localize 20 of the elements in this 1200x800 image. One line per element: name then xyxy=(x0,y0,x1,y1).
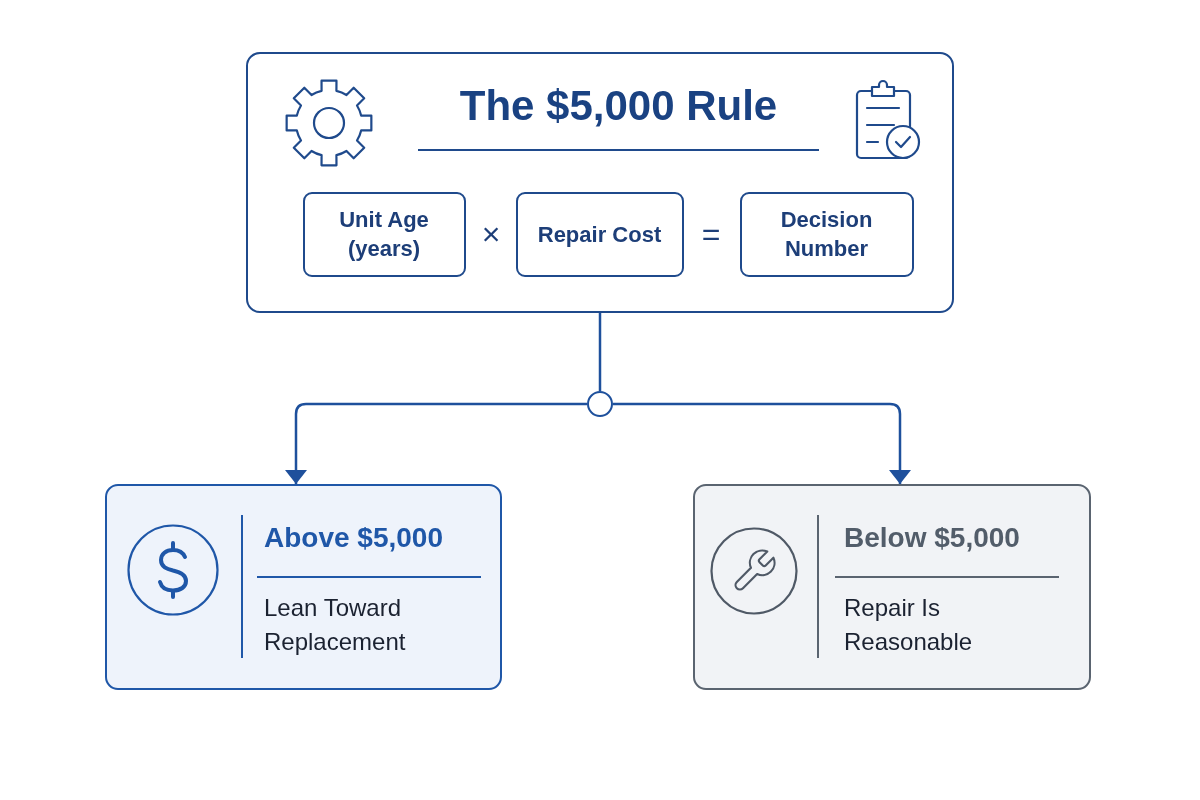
junction-circle xyxy=(587,391,613,417)
outcome-heading: Above $5,000 xyxy=(263,521,444,555)
outcome-text: Repair Is Reasonable xyxy=(843,593,974,657)
formula-panel xyxy=(246,52,954,313)
term-box xyxy=(739,191,914,277)
term-label: Decision Number xyxy=(779,206,874,263)
connector-line xyxy=(598,313,602,391)
arrow-connector xyxy=(613,402,911,484)
panel-title: The $5,000 Rule xyxy=(458,81,779,131)
arrow-connector xyxy=(285,402,587,484)
outcome-heading: Below $5,000 xyxy=(843,521,1021,555)
operator-symbol: × xyxy=(481,217,501,251)
term-label: Repair Cost xyxy=(537,220,662,249)
outcome-text: Lean Toward Replacement xyxy=(263,593,407,657)
term-box xyxy=(302,191,466,277)
term-box xyxy=(515,191,684,277)
term-label: Unit Age (years) xyxy=(338,206,430,263)
outcome-card xyxy=(693,484,1091,690)
outcome-card xyxy=(105,484,502,690)
operator-symbol: = xyxy=(701,217,721,251)
